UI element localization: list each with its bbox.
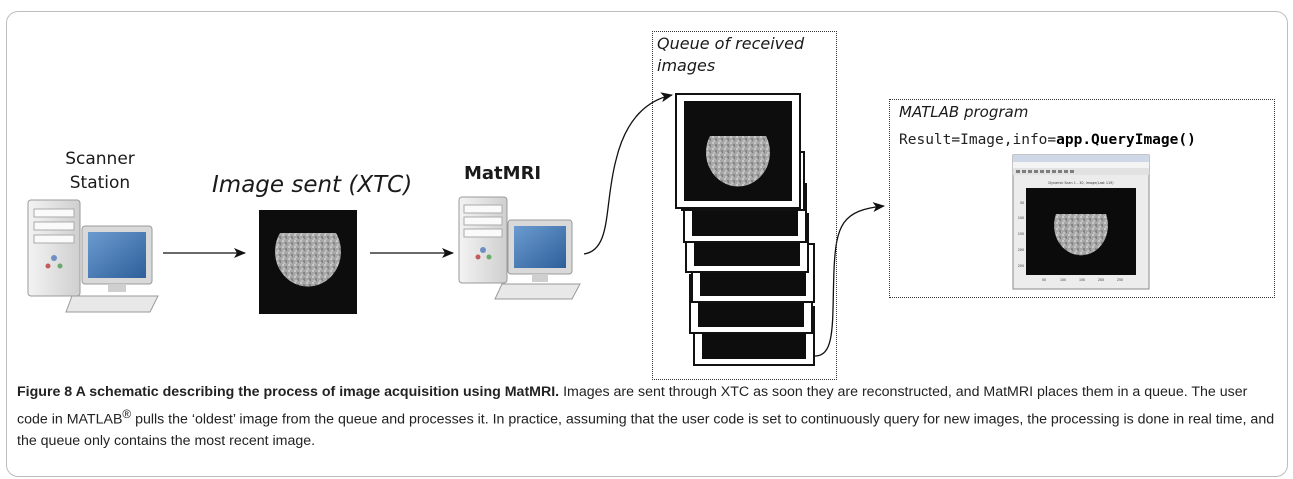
matlab-program-box <box>889 99 1275 298</box>
registered-mark: ® <box>122 406 132 421</box>
figure-caption: Figure 8 A schematic describing the proc… <box>17 382 1279 452</box>
caption-label: Figure 8 A schematic describing the proc… <box>17 384 560 400</box>
y-tick: 200 <box>1018 248 1024 252</box>
matmri-computer-icon <box>458 196 581 300</box>
code-call: app.QueryImage() <box>1056 132 1196 148</box>
caption-text-1: Images are sent through XTC as soon they… <box>17 384 1248 428</box>
y-tick: 150 <box>1018 232 1024 236</box>
x-tick: 200 <box>1098 278 1104 282</box>
queue-box <box>652 31 837 380</box>
image-queue-stack <box>675 93 815 366</box>
matmri-label: MatMRI <box>464 163 542 184</box>
x-tick: 50 <box>1042 278 1046 282</box>
matlab-plot-title: Dynamic Scan 1 - 30, Image(Last 119) <box>1048 181 1114 185</box>
scanner-label-line2: Station <box>69 173 131 193</box>
code-prefix: Result=Image,info= <box>899 132 1057 148</box>
y-tick: 50 <box>1020 201 1024 205</box>
matlab-code-line: Result=Image,info=app.QueryImage() <box>899 132 1196 148</box>
queue-label: Queue of received images <box>657 34 805 75</box>
matlab-figure-window <box>1012 154 1150 290</box>
scanner-label-line1: Scanner <box>65 149 135 169</box>
scanner-computer-icon <box>27 199 159 313</box>
scanner-station-label: Scanner Station <box>45 147 155 195</box>
image-sent-label: Image sent (XTC) <box>212 172 413 198</box>
sent-mri-image <box>259 210 357 314</box>
x-tick: 100 <box>1060 278 1066 282</box>
x-tick: 150 <box>1079 278 1085 282</box>
x-tick: 250 <box>1117 278 1123 282</box>
y-tick: 100 <box>1018 216 1024 220</box>
y-tick: 250 <box>1018 264 1024 268</box>
caption-text-2: pulls the ‘oldest’ image from the queue … <box>17 411 1275 449</box>
matlab-program-label: MATLAB program <box>899 103 1029 121</box>
